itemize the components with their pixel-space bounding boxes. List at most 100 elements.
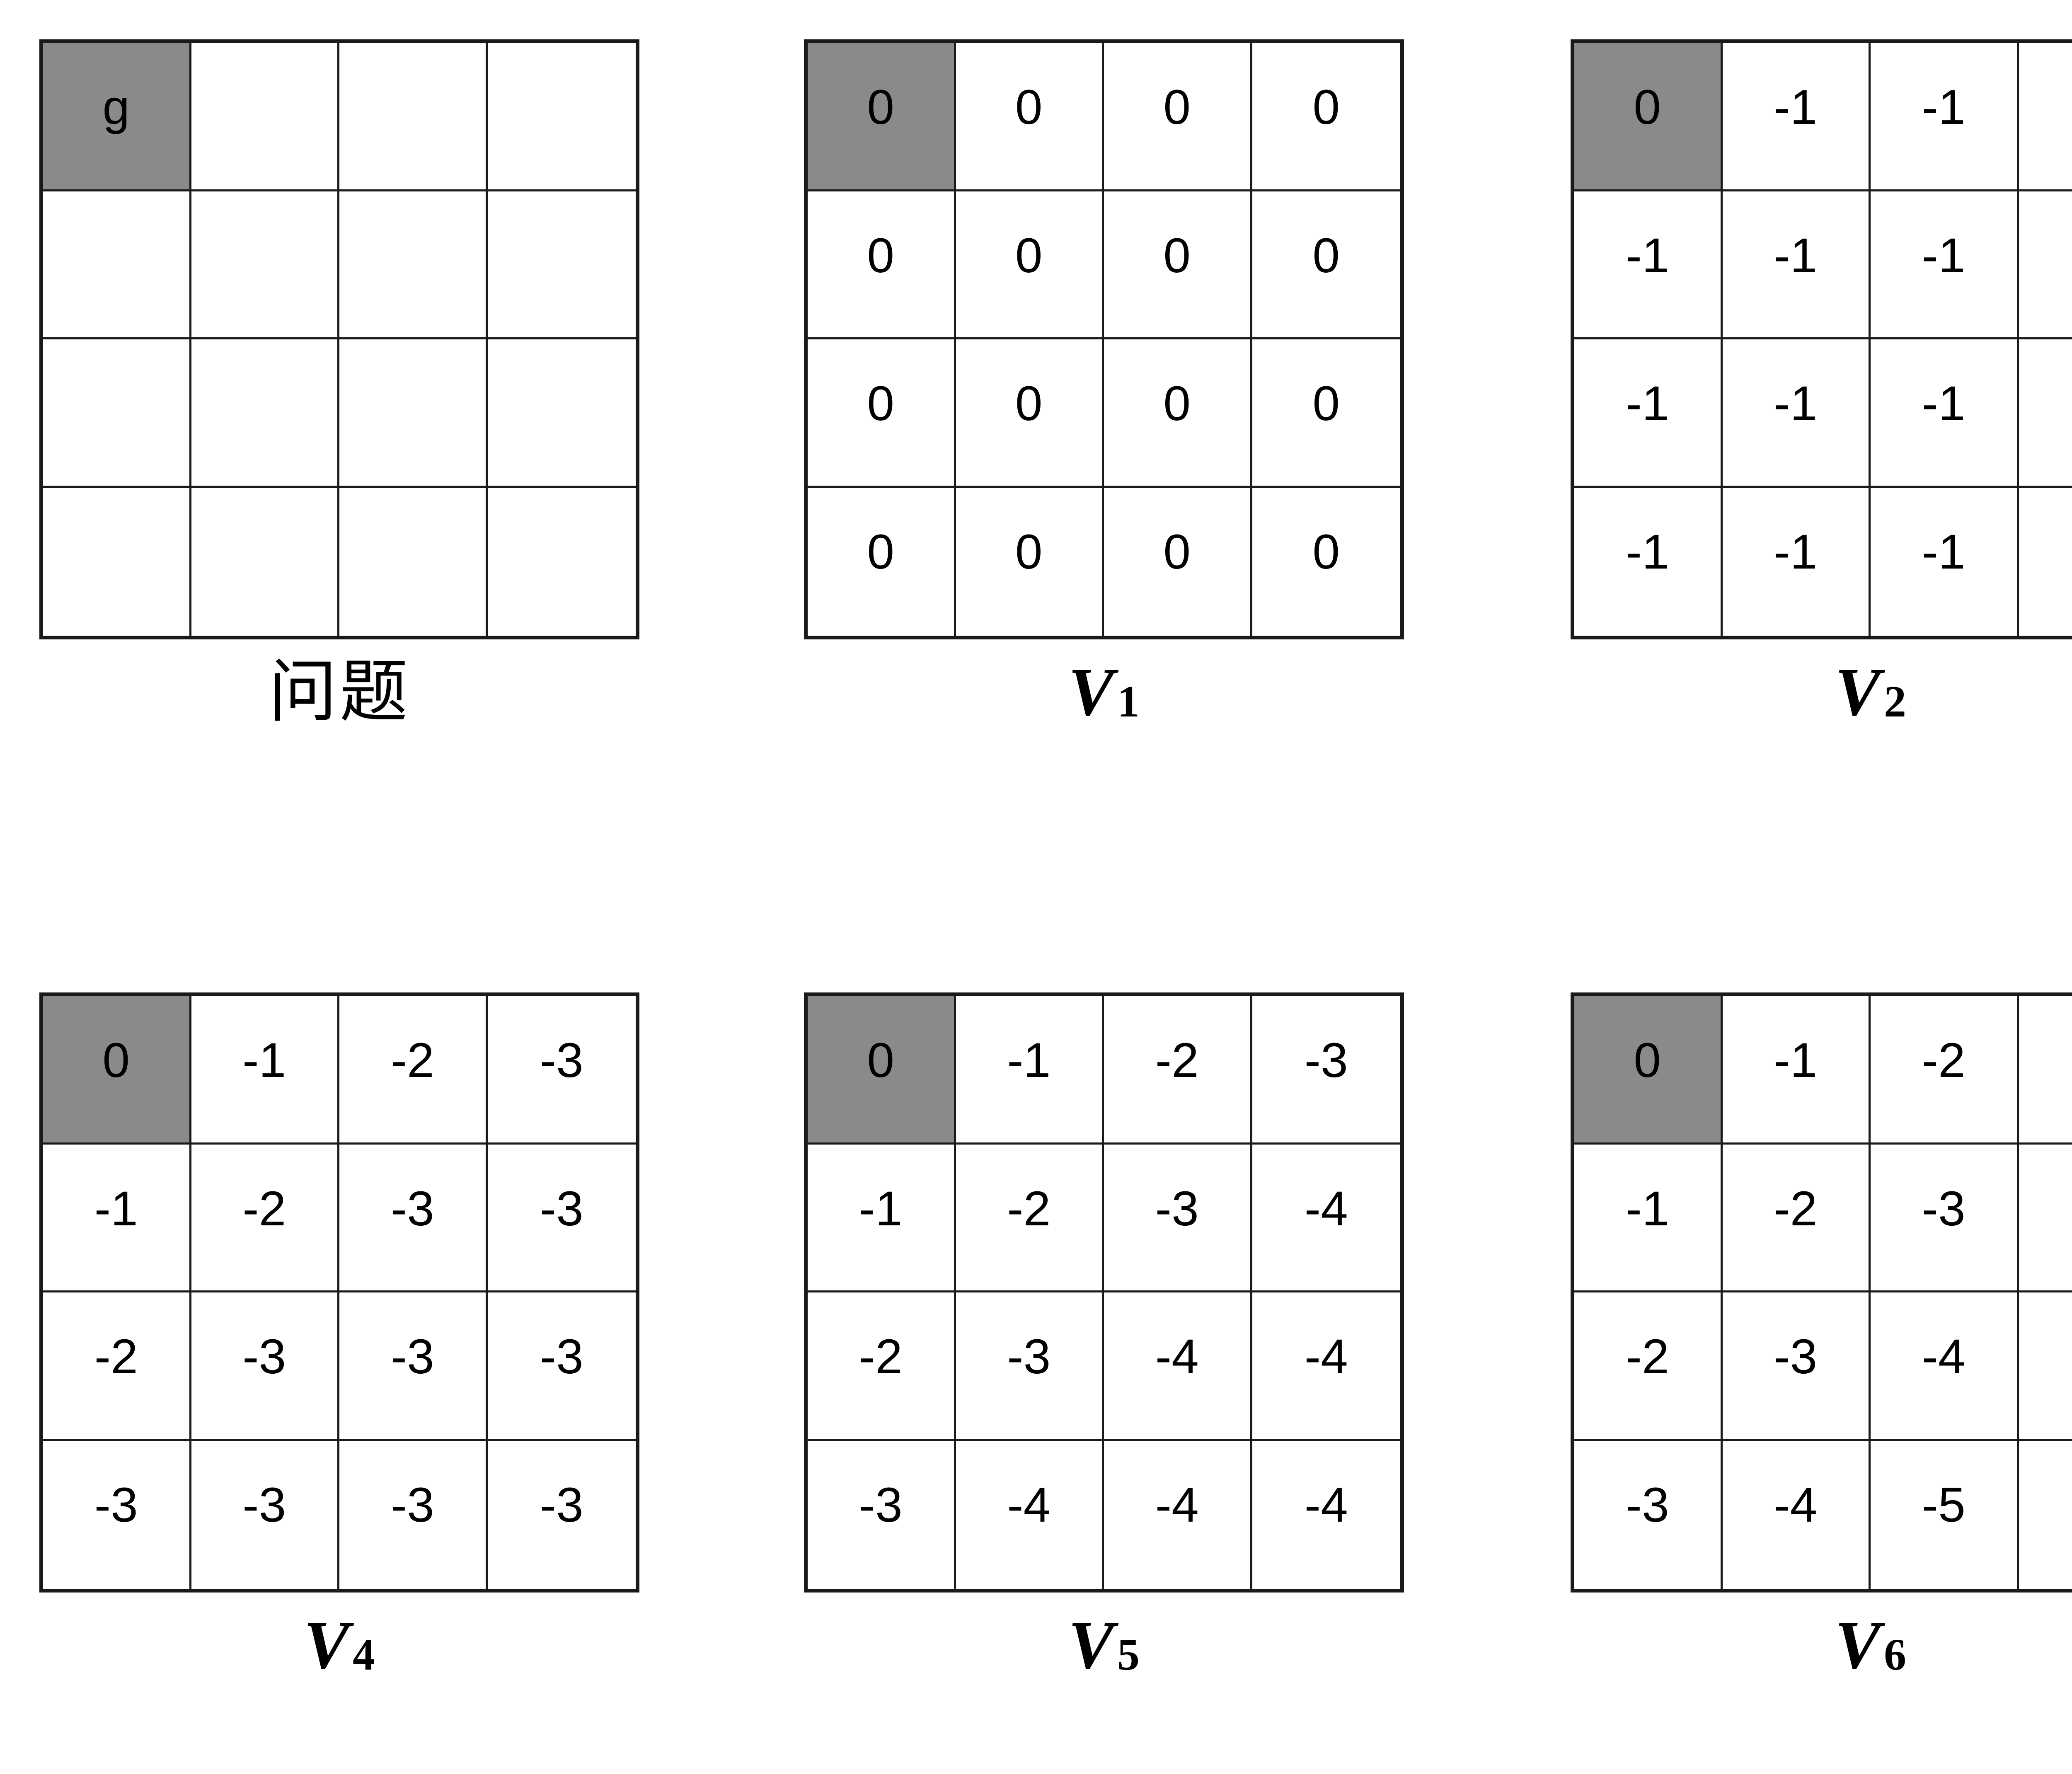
grid-cell[interactable] bbox=[43, 191, 191, 339]
grid-cell[interactable]: -3 bbox=[487, 996, 636, 1145]
caption-symbol: V bbox=[1835, 1607, 1881, 1683]
grid-cell[interactable]: -3 bbox=[487, 1440, 636, 1589]
grid-cell[interactable] bbox=[487, 43, 636, 191]
grid-cell[interactable]: -5 bbox=[1871, 1440, 2019, 1589]
grid-cell[interactable]: -2 bbox=[1722, 1144, 1871, 1292]
grid-cell[interactable] bbox=[43, 339, 191, 488]
start-cell[interactable]: 0 bbox=[1574, 996, 1723, 1145]
grid-cell[interactable]: -2 bbox=[956, 1144, 1104, 1292]
board-caption-v5: V5 bbox=[804, 1611, 1404, 1679]
grid-cell[interactable]: 0 bbox=[956, 487, 1104, 636]
grid-cell[interactable]: 0 bbox=[1104, 191, 1252, 339]
grid-cell[interactable]: -1 bbox=[956, 996, 1104, 1145]
grid-cell[interactable]: -4 bbox=[1252, 1144, 1400, 1292]
grid-cell[interactable]: 0 bbox=[1252, 191, 1400, 339]
grid-cell[interactable]: -2 bbox=[1871, 996, 2019, 1145]
grid-cell[interactable]: -3 bbox=[1104, 1144, 1252, 1292]
grid-cell[interactable]: 0 bbox=[1104, 339, 1252, 488]
grid-cell[interactable] bbox=[43, 487, 191, 636]
grid-cell[interactable]: -1 bbox=[1871, 339, 2019, 488]
grid-cell[interactable] bbox=[191, 339, 339, 488]
grid-cell[interactable]: 0 bbox=[1252, 339, 1400, 488]
grid-cell[interactable] bbox=[339, 191, 488, 339]
grid-cell[interactable] bbox=[339, 487, 488, 636]
grid-cell[interactable]: -1 bbox=[1574, 191, 1723, 339]
grid-cell[interactable]: -1 bbox=[191, 996, 339, 1145]
grid-cell[interactable]: -1 bbox=[1722, 339, 1871, 488]
grid-cell[interactable]: 0 bbox=[956, 191, 1104, 339]
grid-cell[interactable] bbox=[487, 487, 636, 636]
grid-cell[interactable]: -2 bbox=[808, 1292, 956, 1441]
grid-cell[interactable]: -1 bbox=[1722, 191, 1871, 339]
grid-cell[interactable]: -3 bbox=[1871, 1144, 2019, 1292]
grid-cell[interactable]: -4 bbox=[1722, 1440, 1871, 1589]
grid-cell[interactable]: -1 bbox=[2019, 43, 2072, 191]
grid-cell[interactable]: -3 bbox=[2019, 996, 2072, 1145]
grid-cell[interactable]: -1 bbox=[1722, 43, 1871, 191]
grid-cell[interactable]: -3 bbox=[1722, 1292, 1871, 1441]
grid-cell[interactable]: -3 bbox=[487, 1144, 636, 1292]
grid-cell[interactable]: -3 bbox=[487, 1292, 636, 1441]
grid-cell[interactable] bbox=[487, 339, 636, 488]
grid-cell[interactable]: -1 bbox=[1871, 43, 2019, 191]
grid-cell[interactable] bbox=[339, 339, 488, 488]
grid-cell[interactable]: -3 bbox=[43, 1440, 191, 1589]
grid-cell[interactable]: -4 bbox=[956, 1440, 1104, 1589]
grid-cell[interactable]: -1 bbox=[43, 1144, 191, 1292]
start-cell[interactable]: 0 bbox=[808, 43, 956, 191]
grid-cell[interactable]: -3 bbox=[1252, 996, 1400, 1145]
grid-cell[interactable]: -5 bbox=[2019, 1440, 2072, 1589]
grid-cell[interactable] bbox=[339, 43, 488, 191]
grid-cell[interactable]: 0 bbox=[956, 339, 1104, 488]
grid-cell[interactable]: -1 bbox=[1574, 487, 1723, 636]
grid-cell[interactable]: -2 bbox=[339, 996, 488, 1145]
grid-cell[interactable]: -1 bbox=[1871, 191, 2019, 339]
grid-cell[interactable]: -1 bbox=[2019, 339, 2072, 488]
start-cell[interactable]: g bbox=[43, 43, 191, 191]
grid-cell[interactable] bbox=[191, 191, 339, 339]
grid-cell[interactable] bbox=[487, 191, 636, 339]
grid-cell[interactable]: -1 bbox=[1574, 1144, 1723, 1292]
grid-cell[interactable]: 0 bbox=[808, 339, 956, 488]
grid-cell[interactable]: -5 bbox=[2019, 1292, 2072, 1441]
grid-cell[interactable] bbox=[191, 487, 339, 636]
grid-cell[interactable]: -1 bbox=[2019, 487, 2072, 636]
grid-cell[interactable]: -1 bbox=[2019, 191, 2072, 339]
grid-cell[interactable]: -2 bbox=[191, 1144, 339, 1292]
grid-cell[interactable]: 0 bbox=[1252, 487, 1400, 636]
grid-cell[interactable]: 0 bbox=[1104, 487, 1252, 636]
start-cell[interactable]: 0 bbox=[1574, 43, 1723, 191]
grid-cell[interactable]: -4 bbox=[1104, 1440, 1252, 1589]
grid-cell[interactable]: -1 bbox=[1722, 996, 1871, 1145]
grid-cell[interactable]: 0 bbox=[1252, 43, 1400, 191]
grid-cell[interactable]: -3 bbox=[191, 1440, 339, 1589]
grid-cell[interactable]: -4 bbox=[1252, 1440, 1400, 1589]
grid-cell[interactable]: -2 bbox=[43, 1292, 191, 1441]
grid-cell[interactable]: -3 bbox=[191, 1292, 339, 1441]
grid-cell[interactable]: -3 bbox=[339, 1144, 488, 1292]
grid-cell[interactable]: -3 bbox=[339, 1292, 488, 1441]
grid-cell[interactable] bbox=[191, 43, 339, 191]
grid-cell[interactable]: -3 bbox=[808, 1440, 956, 1589]
grid-cell[interactable]: 0 bbox=[956, 43, 1104, 191]
grid-cell[interactable]: 0 bbox=[1104, 43, 1252, 191]
grid-cell[interactable]: -2 bbox=[1574, 1292, 1723, 1441]
grid-cell[interactable]: -4 bbox=[1104, 1292, 1252, 1441]
grid-cell[interactable]: 0 bbox=[808, 487, 956, 636]
grid-cell[interactable]: 0 bbox=[808, 191, 956, 339]
grid-cell[interactable]: -3 bbox=[956, 1292, 1104, 1441]
start-cell[interactable]: 0 bbox=[43, 996, 191, 1145]
grid-cell[interactable]: -3 bbox=[339, 1440, 488, 1589]
grid-cell[interactable]: -2 bbox=[1104, 996, 1252, 1145]
grid-cell[interactable]: -4 bbox=[1871, 1292, 2019, 1441]
start-cell[interactable]: 0 bbox=[808, 996, 956, 1145]
grid-cell[interactable]: -4 bbox=[2019, 1144, 2072, 1292]
grid-cell[interactable]: -4 bbox=[1252, 1292, 1400, 1441]
grid-cell[interactable]: -3 bbox=[1574, 1440, 1723, 1589]
grid-cell[interactable]: -1 bbox=[1871, 487, 2019, 636]
grid-cell[interactable]: -1 bbox=[808, 1144, 956, 1292]
grid-cell[interactable]: -1 bbox=[1722, 487, 1871, 636]
grid-cell[interactable]: -1 bbox=[1574, 339, 1723, 488]
